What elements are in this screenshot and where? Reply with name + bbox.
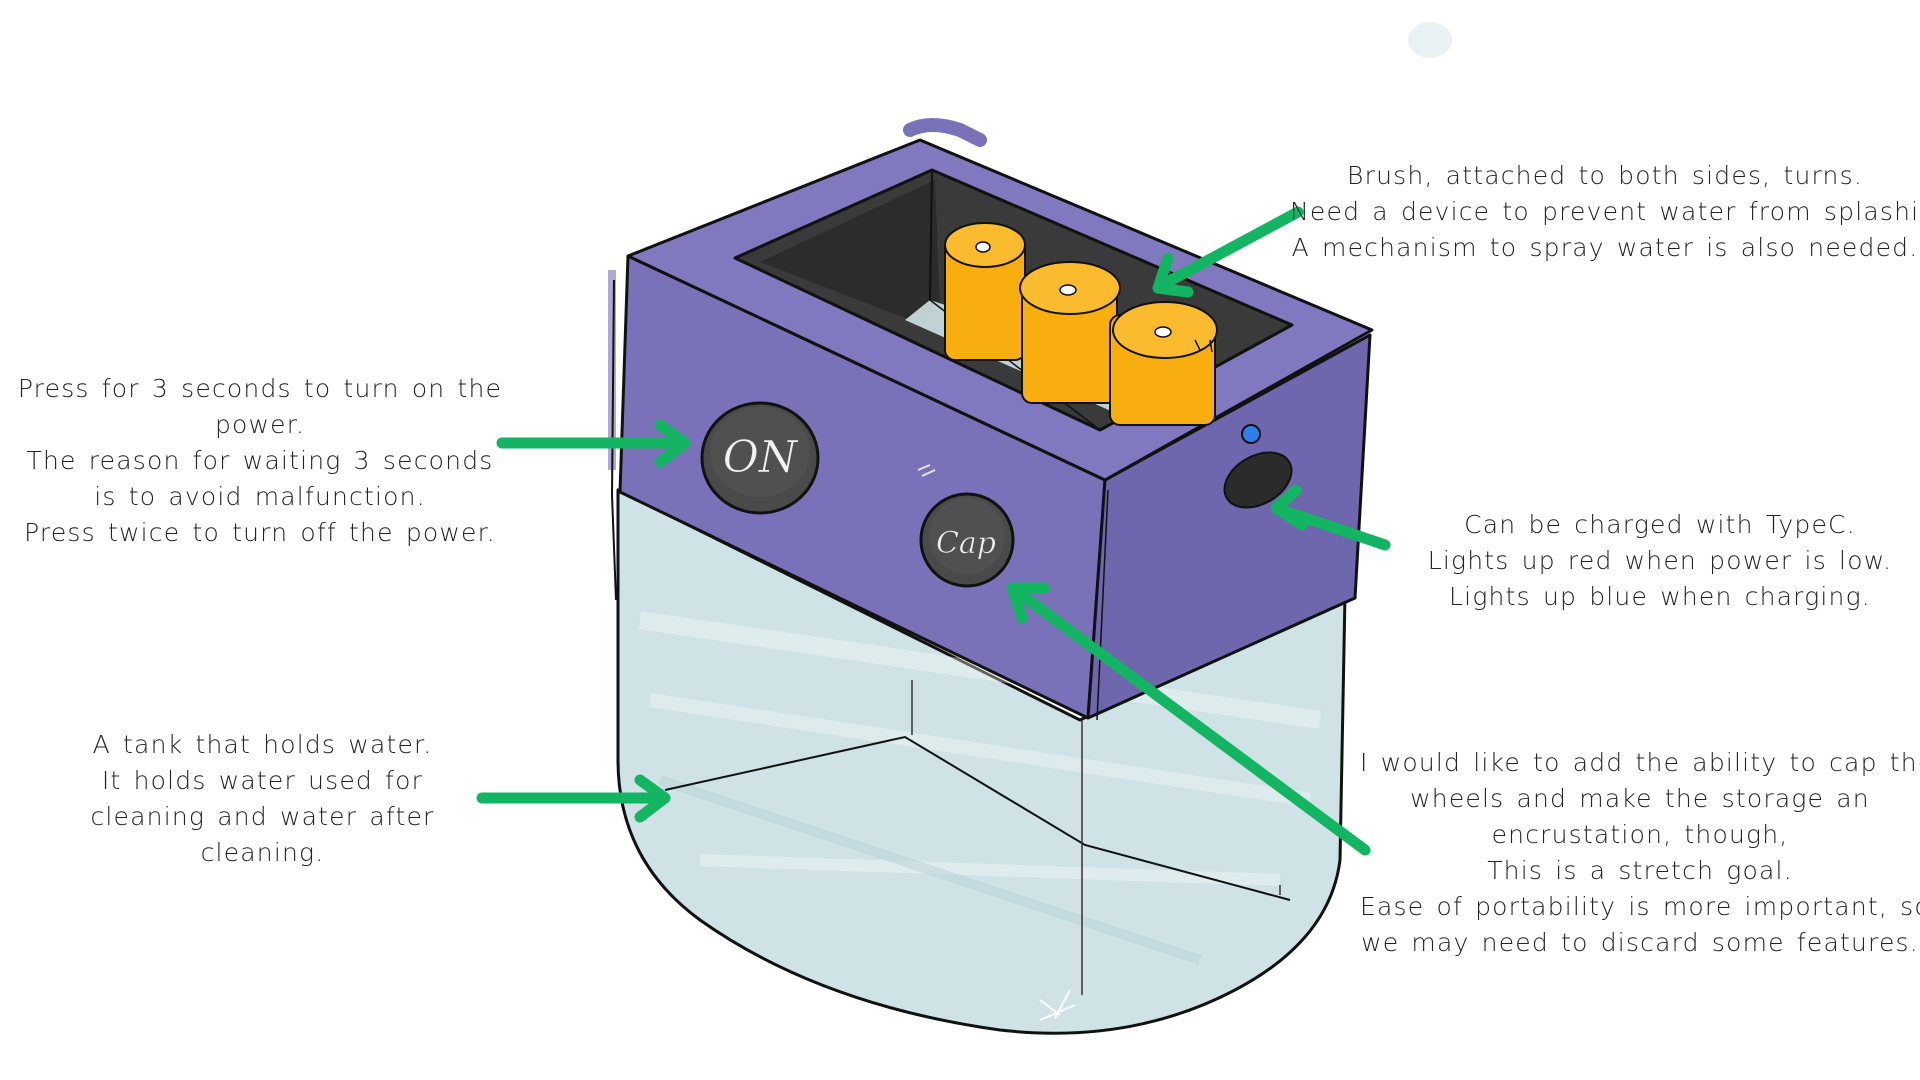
charging-arrow: [1270, 484, 1391, 551]
tank-line-4: cleaning.: [200, 838, 325, 867]
cap-line-6: we may need to discard some features.: [1361, 928, 1919, 957]
water-tank: [616, 488, 1347, 1035]
tank-line-3: cleaning and water after: [90, 802, 435, 831]
brush-line-2: Need a device to prevent water from spla…: [1290, 197, 1920, 226]
power-line-1: Press for 3 seconds to turn on the: [17, 374, 503, 403]
tank-annotation: A tank that holds water. It holds water …: [60, 727, 465, 871]
cap-button-icon: Cap: [919, 492, 1015, 588]
charging-line-2: Lights up red when power is low.: [1427, 546, 1893, 575]
cap-line-1: I would like to add the ability to cap t…: [1360, 748, 1920, 777]
smudge-mark: [1408, 22, 1452, 58]
brush-line-3: A mechanism to spray water is also neede…: [1291, 233, 1919, 262]
tank-arrow: [476, 774, 671, 823]
power-arrow: [496, 419, 691, 468]
tank-line-1: A tank that holds water.: [92, 730, 433, 759]
power-line-3: The reason for waiting 3 seconds: [26, 446, 494, 475]
cap-line-4: This is a stretch goal.: [1487, 856, 1793, 885]
tank-line-2: It holds water used for: [101, 766, 424, 795]
usb-c-port-icon: [1223, 451, 1293, 509]
rotating-brush-icon: [944, 222, 1218, 426]
charging-annotation: Can be charged with TypeC. Lights up red…: [1410, 507, 1910, 615]
cap-arrow: [1006, 582, 1371, 856]
power-line-2: power.: [214, 410, 306, 439]
charging-line-1: Can be charged with TypeC.: [1464, 510, 1856, 539]
brush-line-1: Brush, attached to both sides, turns.: [1347, 161, 1863, 190]
charging-line-3: Lights up blue when charging.: [1449, 582, 1871, 611]
cap-line-2: wheels and make the storage an: [1410, 784, 1870, 813]
led-indicator-icon: [1241, 424, 1261, 444]
cap-line-3: encrustation, though,: [1491, 820, 1789, 849]
annotation-arrows: [476, 206, 1391, 856]
power-line-4: is to avoid malfunction.: [94, 482, 426, 511]
power-annotation: Press for 3 seconds to turn on the power…: [15, 371, 505, 551]
power-line-5: Press twice to turn off the power.: [24, 518, 496, 547]
brush-arrow: [1152, 206, 1304, 298]
brush-annotation: Brush, attached to both sides, turns. Ne…: [1290, 158, 1920, 266]
cap-button-label: Cap: [936, 526, 996, 561]
on-button-icon: ON: [700, 401, 820, 515]
on-button-label: ON: [723, 432, 799, 483]
cap-annotation: I would like to add the ability to cap t…: [1360, 745, 1920, 961]
highlight-mark: [917, 464, 936, 477]
cap-line-5: Ease of portability is more important, s…: [1360, 892, 1920, 921]
